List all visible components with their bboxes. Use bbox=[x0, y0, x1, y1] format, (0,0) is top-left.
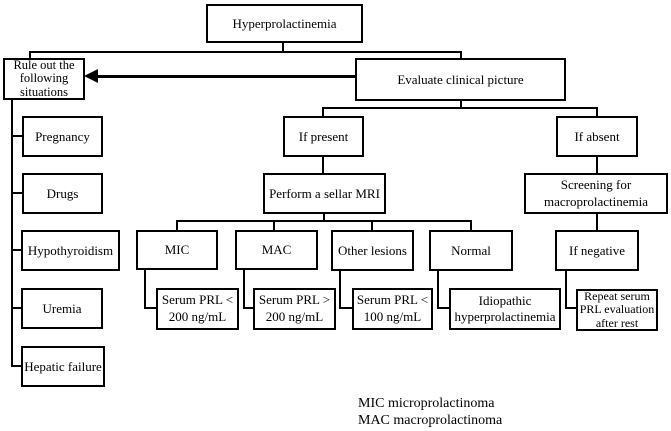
node-evaluate-clinical-picture: Evaluate clinical picture bbox=[355, 58, 566, 101]
connector-drop-mac bbox=[273, 220, 275, 231]
connector-hyper-down bbox=[282, 41, 284, 52]
node-screening-macroprolactinemia: Screening for macroprolactinemia bbox=[524, 173, 668, 214]
connector-drop-ifpresent bbox=[322, 107, 324, 117]
connector-tick-pregnancy bbox=[11, 135, 23, 137]
node-uremia: Uremia bbox=[21, 288, 103, 329]
connector-tick-uremia bbox=[11, 307, 22, 309]
connector-drop-ifabsent bbox=[596, 107, 598, 117]
connector-evaluate-down bbox=[460, 99, 462, 109]
connector-split-horizontal bbox=[322, 107, 598, 109]
node-if-negative: If negative bbox=[555, 230, 639, 271]
node-serum-prl-gt-200: Serum PRL > 200 ng/mL bbox=[253, 288, 336, 330]
node-normal: Normal bbox=[429, 230, 513, 271]
connector-drop-ruleout bbox=[29, 51, 31, 59]
connector-drop-mic bbox=[176, 220, 178, 231]
legend: MIC microprolactinoma MAC macroprolactin… bbox=[358, 395, 502, 429]
connector-normal-elbow-h bbox=[437, 307, 450, 309]
node-other-lesions: Other lesions bbox=[331, 230, 414, 271]
node-mac: MAC bbox=[235, 230, 318, 270]
connector-mri-down bbox=[323, 212, 325, 222]
node-drugs: Drugs bbox=[22, 173, 103, 214]
connector-tick-drugs bbox=[11, 192, 23, 194]
node-mic: MIC bbox=[136, 230, 218, 270]
connector-ifpresent-mri bbox=[322, 155, 324, 174]
connector-mac-elbow-h bbox=[243, 307, 254, 309]
connector-mic-elbow-h bbox=[144, 307, 157, 309]
arrow-shaft-evaluate-to-ruleout bbox=[95, 75, 355, 78]
connector-mic-elbow-v bbox=[144, 268, 146, 309]
node-idiopathic-hyperprolactinemia: Idiopathic hyperprolactinemia bbox=[449, 288, 561, 330]
connector-other-elbow-v bbox=[339, 269, 341, 309]
connector-mac-elbow-v bbox=[243, 268, 245, 309]
arrowhead-left-icon bbox=[84, 69, 98, 83]
node-hypothyroidism: Hypothyroidism bbox=[21, 230, 120, 271]
connector-screening-ifnegative bbox=[596, 212, 598, 231]
connector-other-elbow-h bbox=[339, 307, 353, 309]
connector-ifabsent-screening bbox=[596, 155, 598, 174]
node-serum-prl-lt-100: Serum PRL < 100 ng/mL bbox=[352, 288, 433, 330]
node-if-absent: If absent bbox=[556, 116, 638, 157]
node-hyperprolactinemia: Hyperprolactinemia bbox=[206, 4, 363, 43]
node-rule-out: Rule out the following situations bbox=[3, 58, 85, 100]
legend-mac: MAC macroprolactinoma bbox=[358, 413, 503, 428]
connector-left-spine bbox=[11, 98, 13, 367]
connector-normal-elbow-v bbox=[437, 269, 439, 309]
connector-top-horizontal bbox=[29, 51, 462, 53]
connector-mri-split-horizontal bbox=[176, 220, 472, 222]
connector-ifnegative-elbow-h bbox=[565, 307, 577, 309]
node-hepatic-failure: Hepatic failure bbox=[21, 346, 105, 387]
connector-drop-evaluate bbox=[460, 51, 462, 59]
node-serum-prl-lt-200: Serum PRL < 200 ng/mL bbox=[156, 288, 239, 330]
connector-tick-hypothyroidism bbox=[11, 249, 22, 251]
connector-ifnegative-elbow-v bbox=[565, 269, 567, 309]
node-pregnancy: Pregnancy bbox=[22, 116, 103, 157]
node-if-present: If present bbox=[283, 116, 364, 157]
node-perform-sellar-mri: Perform a sellar MRI bbox=[263, 173, 386, 214]
node-repeat-serum-prl: Repeat serum PRL evaluation after rest bbox=[576, 289, 658, 331]
legend-mic: MIC microprolactinoma bbox=[358, 396, 495, 411]
connector-tick-hepatic bbox=[11, 365, 22, 367]
connector-drop-normal bbox=[470, 220, 472, 231]
connector-drop-otherlesions bbox=[371, 220, 373, 231]
